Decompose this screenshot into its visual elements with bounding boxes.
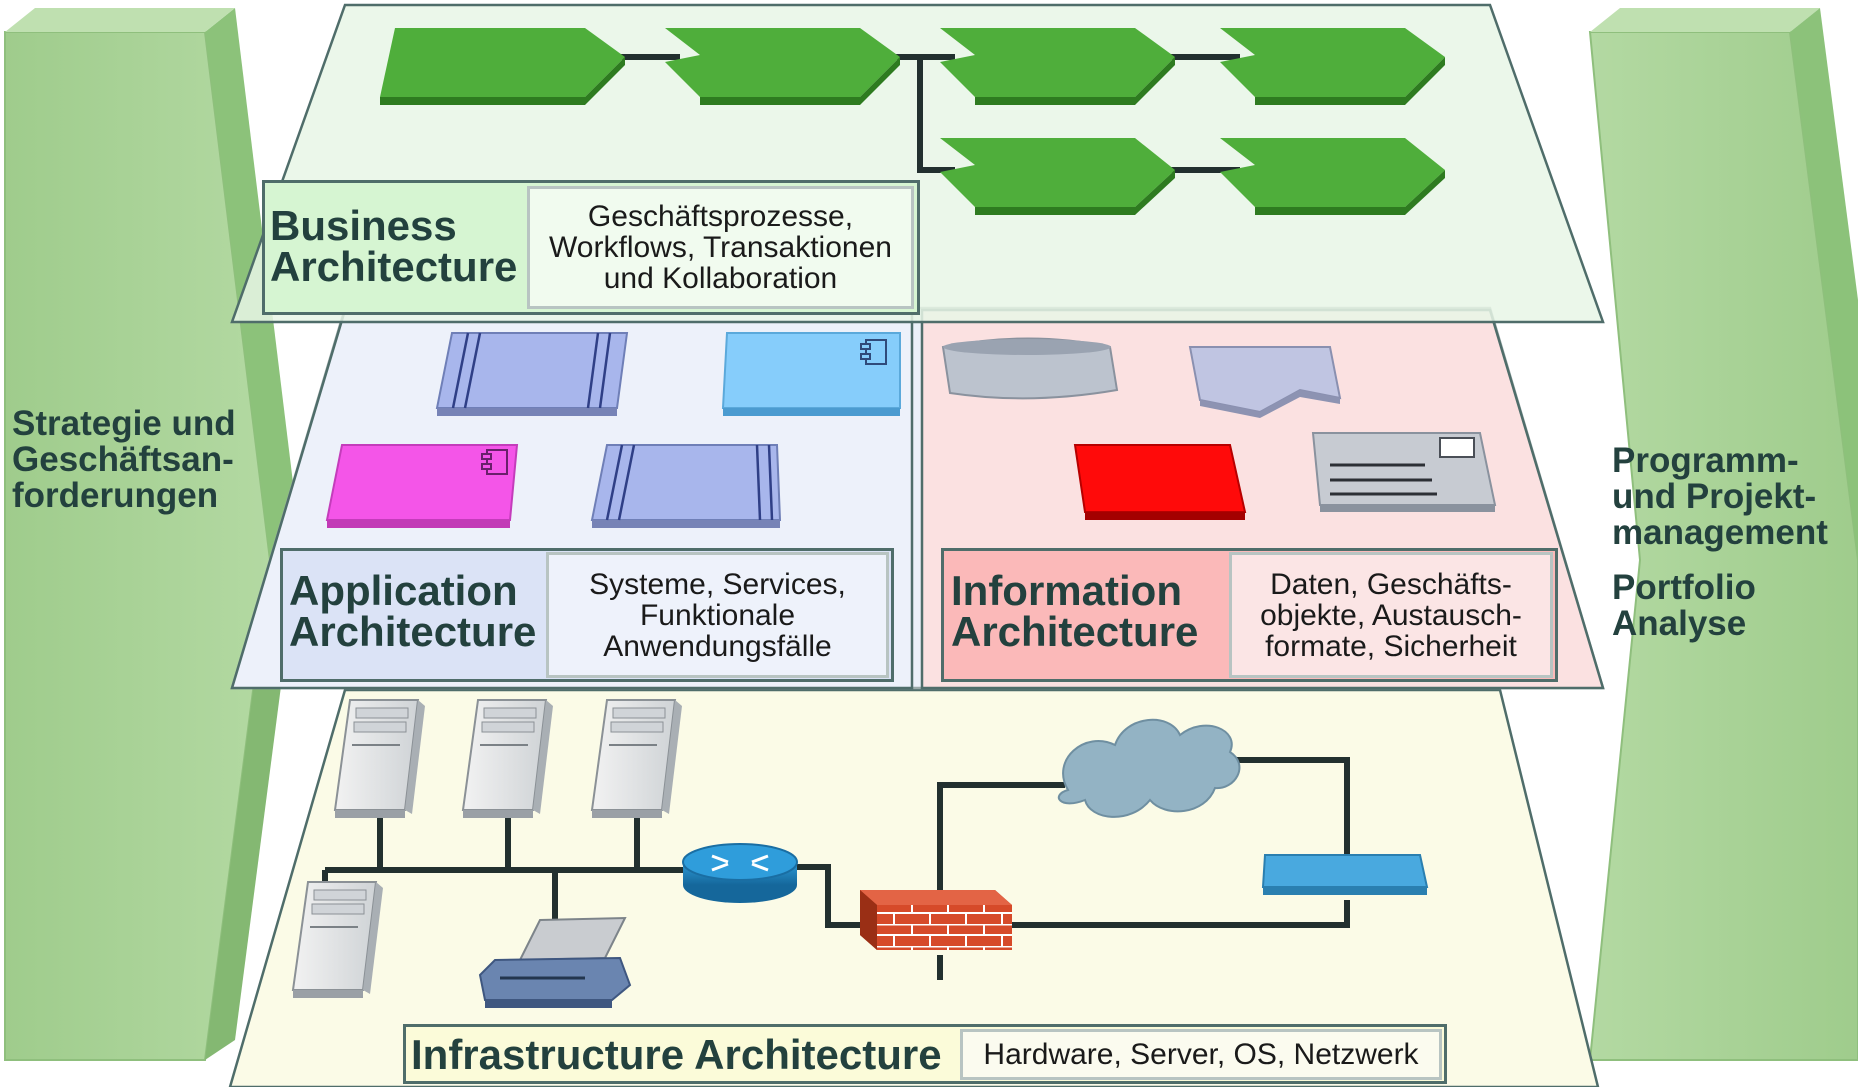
- information-desc-line: Daten, Geschäfts-: [1270, 567, 1512, 601]
- server-4: [291, 881, 383, 998]
- application-description: Systeme, Services, Funktionale Anwendung…: [546, 552, 889, 678]
- information-title: Information Architecture: [943, 567, 1199, 655]
- application-desc-line: Funktionale: [639, 598, 796, 632]
- process-connectors: [618, 54, 1240, 173]
- infrastructure-title: Infrastructure Architecture: [411, 1031, 942, 1078]
- process-step-1: [380, 28, 625, 105]
- right-pillar-label-2: Portfolio Analyse: [1612, 570, 1756, 642]
- left-pillar-line: Strategie und: [12, 404, 236, 443]
- left-pillar: [4, 8, 300, 1061]
- cloud-icon: [1057, 718, 1241, 818]
- business-description: Geschäftsprozesse, Workflows, Transaktio…: [527, 186, 914, 309]
- printer-icon: [478, 916, 632, 1008]
- right-pillar-line: Programm-: [1612, 441, 1799, 480]
- servers: [291, 699, 682, 998]
- right-pillar: [1588, 8, 1858, 1061]
- business-desc-line: und Kollaboration: [603, 262, 838, 295]
- left-pillar-line: forderungen: [12, 476, 219, 515]
- application-desc-line: Anwendungsfälle: [603, 629, 832, 663]
- information-title-line: Information: [951, 567, 1182, 614]
- app-system-2: [590, 444, 782, 528]
- server-3: [590, 699, 682, 818]
- process-chevrons: [380, 28, 1445, 215]
- left-pillar-label: Strategie und Geschäftsan- forderungen: [12, 406, 236, 514]
- information-desc-line: objekte, Austausch-: [1260, 598, 1522, 632]
- application-components: [325, 332, 901, 528]
- switch-icon: [1261, 854, 1429, 895]
- app-service-1: [721, 332, 901, 416]
- process-step-4: [1220, 28, 1445, 105]
- right-pillar-line: und Projekt-: [1612, 477, 1817, 516]
- business-title: Business Architecture: [262, 202, 518, 290]
- network-lines: [322, 757, 1350, 980]
- app-system-1: [435, 332, 629, 416]
- business-desc-line: Geschäftsprozesse,: [587, 200, 854, 233]
- information-description: Daten, Geschäfts- objekte, Austausch- fo…: [1229, 552, 1553, 678]
- process-step-6: [1220, 138, 1445, 215]
- information-title-line: Architecture: [951, 608, 1199, 655]
- app-service-2: [325, 444, 519, 528]
- information-components: [941, 337, 1497, 520]
- message-envelope: [1311, 432, 1497, 512]
- data-object-red: [1073, 444, 1247, 520]
- right-pillar-label: Programm- und Projekt- management: [1612, 443, 1828, 551]
- application-title: Application Architecture: [281, 567, 537, 655]
- right-pillar-line: Analyse: [1612, 604, 1747, 643]
- firewall-icon: [860, 890, 1012, 950]
- right-pillar-line: management: [1612, 513, 1828, 552]
- application-desc-line: Systeme, Services,: [589, 567, 846, 601]
- document-arrow-shape: [1188, 346, 1342, 418]
- information-desc-line: formate, Sicherheit: [1265, 629, 1517, 663]
- server-1: [333, 699, 425, 818]
- business-title-line: Architecture: [270, 243, 518, 290]
- application-title-line: Application: [289, 567, 518, 614]
- process-step-2: [665, 28, 900, 105]
- infrastructure-description: Hardware, Server, OS, Netzwerk: [960, 1029, 1442, 1080]
- process-step-3: [940, 28, 1175, 105]
- router-icon: [682, 843, 798, 903]
- business-desc-line: Workflows, Transaktionen: [549, 231, 892, 264]
- process-step-5: [940, 138, 1175, 215]
- database-shape: [941, 337, 1119, 400]
- right-pillar-line: Portfolio: [1612, 568, 1756, 607]
- business-title-line: Business: [270, 202, 457, 249]
- application-title-line: Architecture: [289, 608, 537, 655]
- server-2: [461, 699, 553, 818]
- left-pillar-line: Geschäftsan-: [12, 440, 234, 479]
